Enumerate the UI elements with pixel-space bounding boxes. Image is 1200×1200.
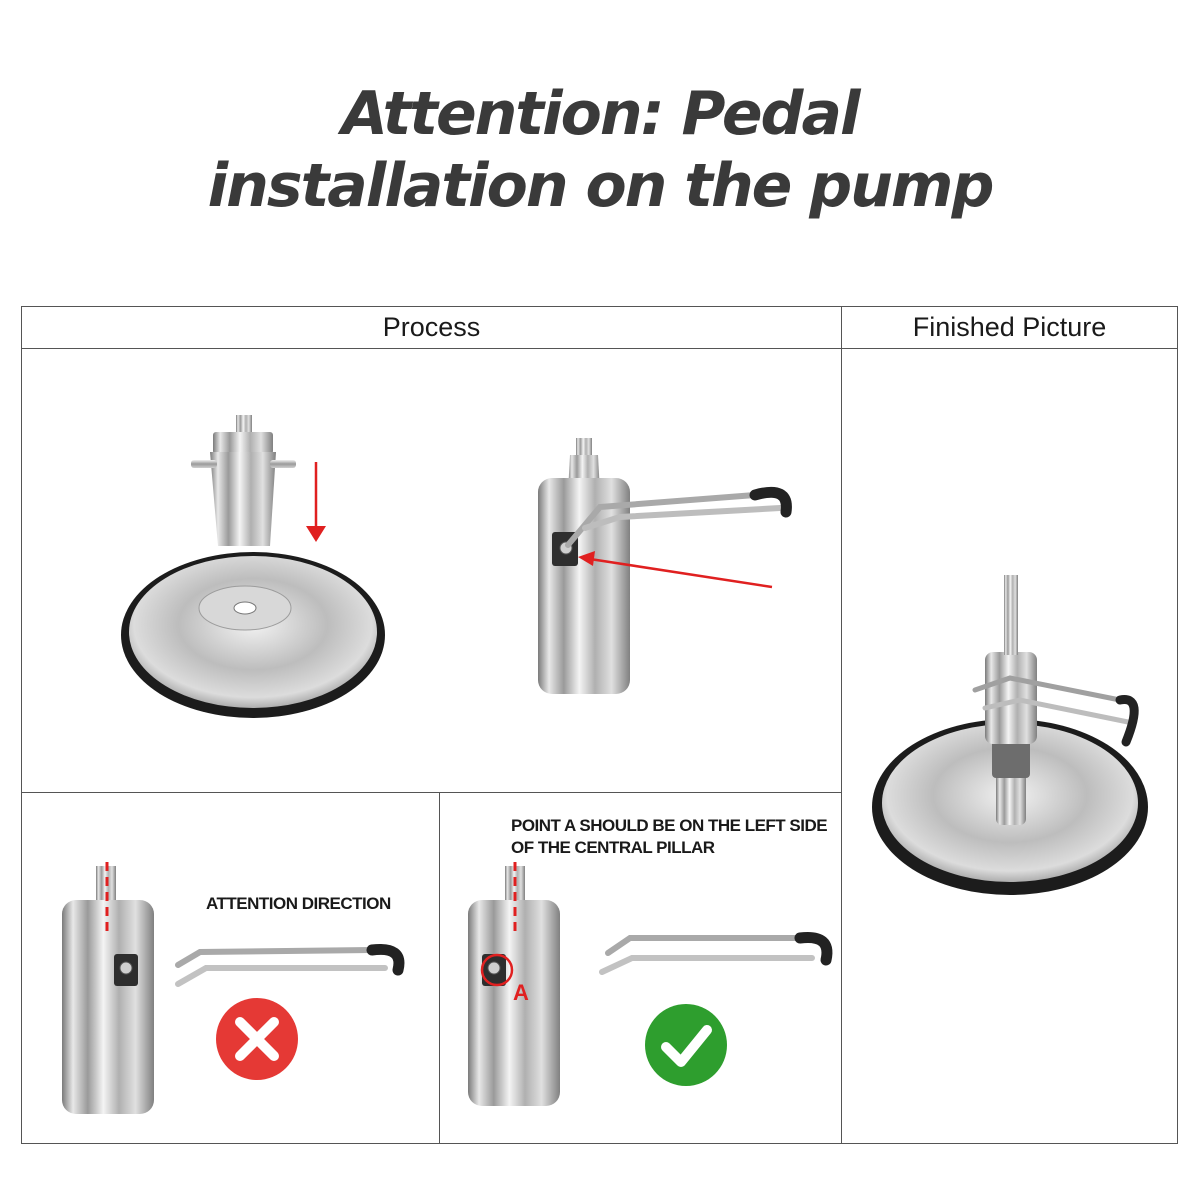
table-border-left: [21, 306, 22, 1144]
pump-stem: [1004, 575, 1018, 655]
table-border-bottom: [21, 1143, 1178, 1144]
header-process: Process: [382, 311, 481, 342]
down-arrow: [306, 462, 326, 542]
table-header-divider: [21, 348, 1178, 349]
step-insert-pedal: [538, 438, 792, 694]
pedal-rod-upper: [972, 675, 1123, 703]
base-center-hole: [233, 601, 257, 615]
wrong-direction-caption: ATTENTION DIRECTION: [206, 894, 391, 913]
base-plate-illustration: [121, 552, 385, 718]
check-icon: [645, 1004, 727, 1086]
pump-cylinder: [538, 478, 630, 694]
pump-stem: [576, 438, 592, 458]
page-title: Attention: Pedal installation on the pum…: [0, 78, 1200, 222]
pump-with-pedal-illustration: [538, 438, 792, 694]
process-bottom-divider: [439, 792, 440, 1143]
table-border-right: [1177, 306, 1178, 1144]
pump-correct-illustration: [468, 862, 560, 1106]
pump-right-lug: [270, 460, 296, 468]
pedal-rod-upper: [565, 492, 758, 548]
pump-cylinder: [468, 900, 560, 1106]
title-line-2: installation on the pump: [207, 151, 995, 221]
base-dish: [129, 556, 377, 708]
pedal-grip: [1115, 695, 1139, 747]
cross-icon: [216, 998, 298, 1080]
pump-collar: [213, 432, 273, 454]
point-a-marker: [480, 953, 514, 987]
pedal-grip: [794, 931, 833, 966]
correct-direction-panel: [468, 862, 833, 1106]
pedal-grip: [749, 486, 792, 518]
pump-cylinder: [62, 900, 154, 1114]
pedal-wrong-illustration: [175, 943, 405, 987]
finished-chair-base-illustration: [872, 575, 1148, 895]
pump-left-lug: [191, 460, 217, 468]
title-line-1: Attention: Pedal: [341, 79, 860, 149]
pump-body: [210, 452, 276, 546]
pump-cylinder: [985, 652, 1037, 744]
pump-lower-column: [996, 770, 1026, 825]
table-border-top: [21, 306, 1178, 307]
pedal-rod-lower: [982, 697, 1131, 725]
pedal-grip: [366, 943, 405, 976]
step-pump-onto-base: [121, 415, 385, 718]
pump-wrong-illustration: [62, 862, 154, 1114]
process-row-divider: [21, 792, 841, 793]
point-a-label: A: [513, 980, 529, 1005]
pump-top-illustration: [191, 415, 296, 546]
wrong-direction-panel: [62, 862, 405, 1114]
pump-bellows: [992, 738, 1030, 778]
correct-direction-caption: POINT A SHOULD BE ON THE LEFT SIDE OF TH…: [511, 815, 828, 859]
header-finished-picture: Finished Picture: [912, 311, 1107, 342]
pedal-rod-lower: [582, 505, 783, 531]
pump-stem: [236, 415, 252, 435]
correct-caption-line-1: POINT A SHOULD BE ON THE LEFT SIDE: [511, 816, 828, 835]
insert-arrow: [578, 551, 773, 589]
pedal-correct-illustration: [599, 931, 833, 975]
table-column-divider: [841, 306, 842, 1144]
correct-caption-line-2: OF THE CENTRAL PILLAR: [511, 838, 715, 857]
